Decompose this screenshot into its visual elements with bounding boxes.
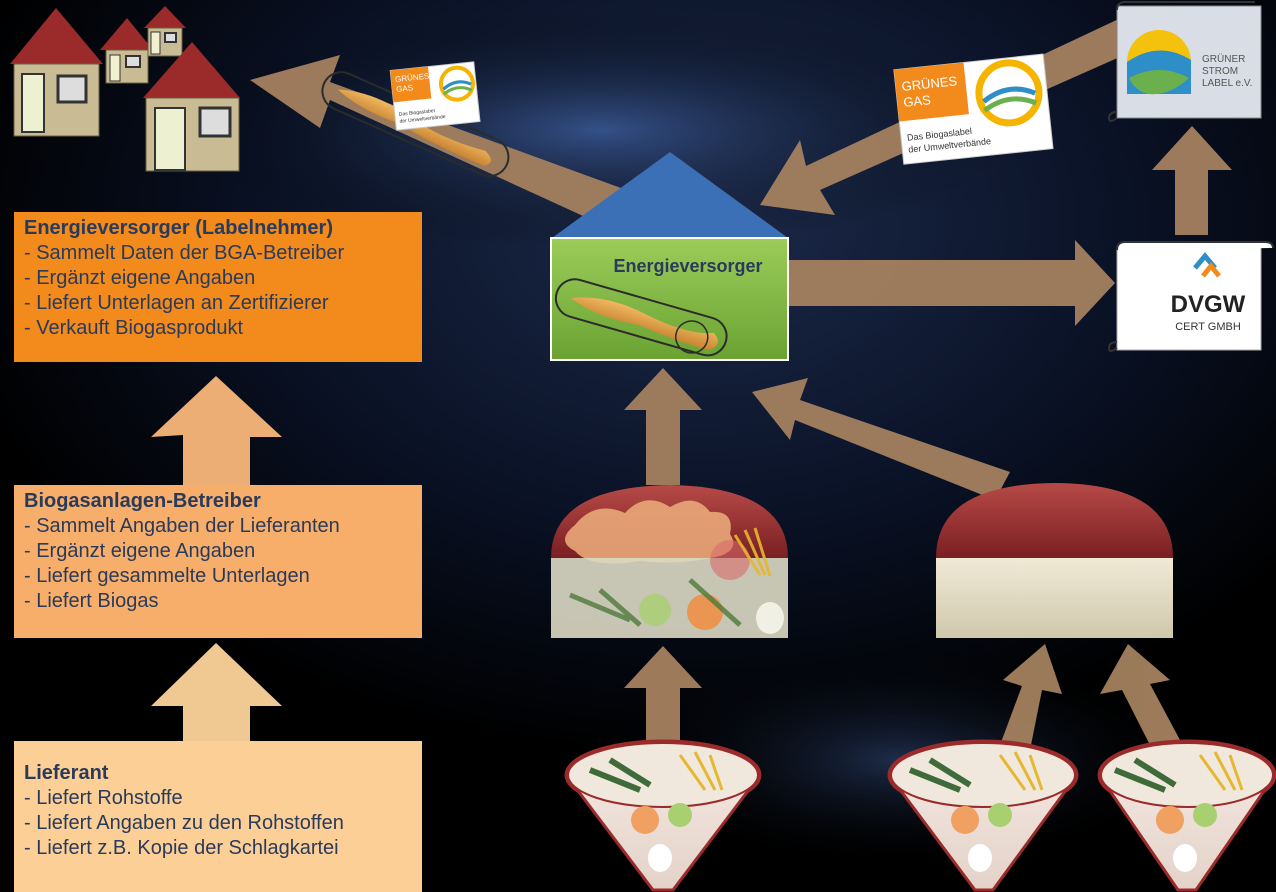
arrow-cone3-to-digester2	[1100, 644, 1180, 745]
cone-3	[1097, 739, 1276, 892]
arrow-ev-to-dvgw	[788, 240, 1115, 326]
houses-group	[10, 6, 240, 172]
house-small-2	[144, 6, 186, 57]
cone-2	[887, 739, 1079, 892]
lieferant-role-box: Lieferant - Liefert Rohstoffe - Liefert …	[14, 741, 422, 892]
gruenes-gas-small-sub1: Das Biogaslabel	[399, 108, 436, 118]
arrow-cone1-to-digester1	[624, 646, 702, 740]
digester-2	[936, 483, 1173, 638]
dvgw-cert-document: DVGW CERT GMBH	[1107, 241, 1274, 352]
dvgw-name: DVGW	[1171, 291, 1246, 318]
gruener-strom-line1: GRÜNER	[1202, 53, 1245, 65]
cone-1	[564, 739, 762, 892]
gruenes-gas-large-line2: GAS	[903, 92, 932, 110]
arrow-up-lieferant-to-biogas	[151, 643, 282, 741]
house-large-1	[10, 8, 103, 137]
biogasanlagen-role-box: Biogasanlagen-Betreiber - Sammelt Angabe…	[14, 485, 422, 638]
gruenes-gas-label-large: GRÜNES GAS Das Biogaslabel der Umweltver…	[893, 53, 1054, 165]
biogas-line: - Liefert Biogas	[24, 590, 159, 612]
energieversorger-line: - Liefert Unterlagen an Zertifizierer	[24, 292, 329, 314]
energieversorger-title: Energieversorger (Labelnehmer)	[24, 217, 333, 239]
digester-1	[551, 485, 788, 638]
energieversorger-line: - Ergänzt eigene Angaben	[24, 267, 256, 289]
gruenes-gas-small-line2: GAS	[396, 83, 414, 94]
lieferant-title: Lieferant	[24, 762, 109, 784]
gruenes-gas-small-line1: GRÜNES	[395, 72, 430, 85]
biogas-title: Biogasanlagen-Betreiber	[24, 490, 261, 512]
dvgw-sub: CERT GMBH	[1175, 321, 1241, 333]
gruenes-gas-small-sub2: der Umweltverbände	[399, 114, 446, 125]
gruener-strom-line3: LABEL e.V.	[1202, 78, 1252, 89]
energieversorger-line: - Sammelt Daten der BGA-Betreiber	[24, 242, 345, 264]
lieferant-line: - Liefert Angaben zu den Rohstoffen	[24, 812, 344, 834]
arrow-up-biogas-to-ev	[151, 376, 282, 485]
arrow-dvgw-to-label	[1152, 126, 1232, 235]
lieferant-line: - Liefert z.B. Kopie der Schlagkartei	[24, 837, 339, 859]
house-large-2	[143, 42, 240, 172]
energieversorger-node-label: Energieversorger	[613, 256, 762, 276]
arrow-digester1-to-ev	[624, 368, 702, 485]
energieversorger-role-box: Energieversorger (Labelnehmer) - Sammelt…	[14, 212, 422, 362]
energieversorger-line: - Verkauft Biogasprodukt	[24, 317, 244, 339]
arrow-cone2-to-digester2	[1000, 644, 1062, 750]
gruenes-gas-label-small: GRÜNES GAS Das Biogaslabel der Umweltver…	[389, 61, 481, 131]
gruener-strom-label: GRÜNER STROM LABEL e.V.	[1107, 1, 1262, 122]
lieferant-line: - Liefert Rohstoffe	[24, 787, 183, 809]
arrow-digester2-to-ev	[752, 378, 1010, 500]
gruenes-gas-large-line1: GRÜNES	[901, 73, 958, 94]
biogas-line: - Sammelt Angaben der Lieferanten	[24, 515, 340, 537]
house-small-1	[100, 18, 153, 84]
gruener-strom-line2: STROM	[1202, 66, 1238, 77]
biogas-line: - Liefert gesammelte Unterlagen	[24, 565, 310, 587]
energieversorger-node: Energieversorger	[550, 152, 789, 361]
biogas-line: - Ergänzt eigene Angaben	[24, 540, 256, 562]
